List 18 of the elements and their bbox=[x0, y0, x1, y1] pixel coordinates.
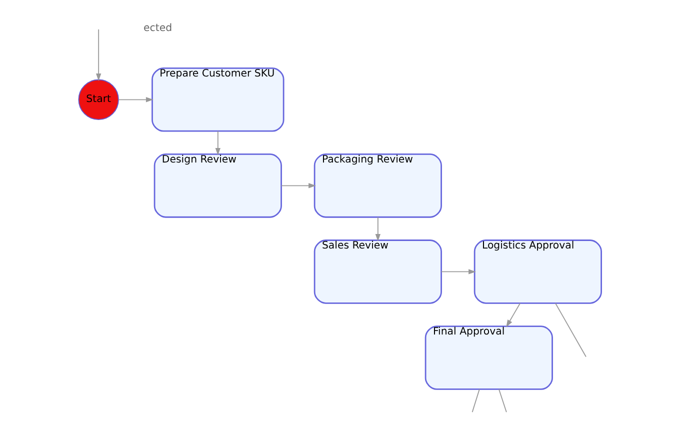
arrow bbox=[96, 28, 101, 81]
arrow bbox=[118, 97, 153, 102]
node-box: Logistics Approval bbox=[473, 240, 602, 304]
node-box: Packaging Review bbox=[313, 154, 442, 218]
connector bbox=[498, 388, 506, 413]
node-box: Prepare Customer SKU bbox=[151, 68, 284, 132]
connector bbox=[471, 388, 480, 413]
node-box: Final Approval bbox=[424, 326, 552, 390]
label: ected bbox=[143, 23, 172, 34]
node-box: Design Review bbox=[153, 154, 282, 218]
node-circle: Start bbox=[78, 79, 118, 120]
arrow bbox=[440, 269, 476, 274]
arrow bbox=[374, 216, 380, 242]
arrow bbox=[280, 183, 316, 188]
arrow bbox=[506, 302, 520, 328]
arrow bbox=[214, 130, 220, 156]
node-box: Sales Review bbox=[313, 240, 442, 304]
connector bbox=[554, 302, 586, 358]
